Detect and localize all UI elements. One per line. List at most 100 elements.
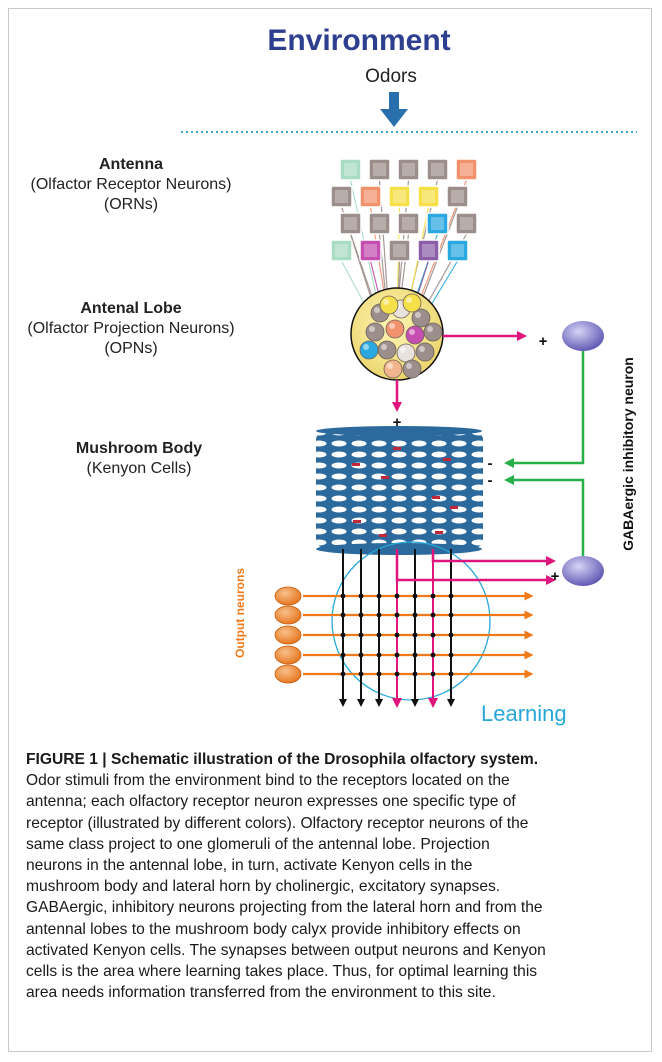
glomerulus (402, 359, 422, 379)
receptor-neuron-square (455, 212, 478, 235)
antenna-abbrev: (ORNs) (104, 196, 158, 213)
synapse-dot (430, 671, 436, 677)
synapse-dot (394, 612, 400, 618)
caption-line: same class project to one glomeruli of t… (26, 835, 490, 853)
glomerulus (377, 340, 397, 360)
gaba-bottom-inhibition-line (504, 475, 585, 556)
plus-sign-bottom: + (551, 568, 560, 585)
glomerulus (402, 293, 422, 313)
synapse-dot (448, 652, 454, 658)
antenna-title: Antenna (99, 156, 163, 173)
kenyon-cell-axons (339, 549, 455, 708)
receptor-neuron-square (417, 185, 440, 208)
synapse-dot (412, 593, 418, 599)
synapse-dot (430, 632, 436, 638)
mushroom-body-kenyon-cells (316, 426, 483, 555)
output-neuron (274, 645, 302, 665)
synapse-dot (394, 671, 400, 677)
active-kenyon-cell (379, 534, 387, 537)
synapse-dot (412, 671, 418, 677)
synapse-dot (340, 612, 346, 618)
synapse-dot (394, 652, 400, 658)
plus-sign-mushroom: + (393, 414, 402, 431)
receptor-neuron-square (359, 185, 382, 208)
synapse-dot (358, 671, 364, 677)
glomerulus (379, 295, 399, 315)
receptor-neuron-square (330, 239, 353, 262)
synapse-dot (448, 632, 454, 638)
antennal-lobe-subtitle: (Olfactor Projection Neurons) (27, 320, 234, 337)
caption-line: receptor (illustrated by different color… (26, 814, 529, 832)
receptor-neuron-square (330, 185, 353, 208)
receptor-neuron-square (426, 212, 449, 235)
caption-line: GABAergic, inhibitory neurons projecting… (26, 899, 543, 917)
synapse-dot (412, 612, 418, 618)
antenna-subtitle: (Olfactor Receptor Neurons) (31, 176, 232, 193)
synapse-dot (376, 652, 382, 658)
glomerulus (415, 342, 435, 362)
output-neuron (274, 664, 302, 684)
receptor-neuron-square (426, 158, 449, 181)
active-kenyon-cell (353, 520, 361, 523)
active-kenyon-cell (443, 458, 451, 461)
synapse-dot (340, 671, 346, 677)
receptor-neuron-square (388, 239, 411, 262)
minus-sign-top: - (488, 455, 493, 472)
synapse-dot (340, 593, 346, 599)
output-neurons-label: Output neurons (233, 568, 247, 658)
antennal-lobe-glomeruli (350, 287, 444, 381)
synapse-dot (376, 593, 382, 599)
caption-line: antennal lobes to the mushroom body caly… (26, 920, 521, 938)
synapse-dot (358, 612, 364, 618)
odor-arrow-icon (380, 92, 408, 127)
synapse-dot (358, 652, 364, 658)
axon-branch-upper (431, 549, 556, 566)
caption-line: area needs information transferred from … (26, 984, 496, 1002)
caption-title: FIGURE 1 | Schematic illustration of the… (26, 751, 539, 768)
receptor-neuron-square (368, 212, 391, 235)
antennal-lobe-title: Antenal Lobe (80, 300, 181, 317)
receptor-neuron-square (446, 239, 469, 262)
synapse-dot (430, 652, 436, 658)
glomerulus (365, 322, 385, 342)
output-neuron (274, 605, 302, 625)
synapse-dot (394, 593, 400, 599)
receptor-neuron-grid (330, 158, 478, 262)
mushroom-body-title: Mushroom Body (76, 440, 202, 457)
figure-caption: FIGURE 1 | Schematic illustration of the… (26, 749, 650, 1003)
output-neuron (274, 625, 302, 645)
caption-line: Odor stimuli from the environment bind t… (26, 772, 510, 790)
receptor-neuron-square (368, 158, 391, 181)
synapse-dot (394, 632, 400, 638)
synapse-dot (376, 632, 382, 638)
receptor-neuron-square (359, 239, 382, 262)
output-neuron (274, 586, 302, 606)
receptor-neuron-square (455, 158, 478, 181)
gaba-neuron-bottom (562, 556, 604, 586)
active-kenyon-cell (381, 476, 389, 479)
glomerulus (405, 325, 425, 345)
synapse-dot (448, 612, 454, 618)
glomerulus (383, 359, 403, 379)
receptor-neuron-square (397, 212, 420, 235)
output-neurons (274, 586, 534, 684)
caption-line: mushroom body and lateral horn by cholin… (26, 878, 501, 896)
synapse-dot (358, 593, 364, 599)
receptor-neuron-square (417, 239, 440, 262)
odors-label: Odors (365, 66, 417, 87)
synapse-dot (430, 612, 436, 618)
synapse-dot (430, 593, 436, 599)
synapse-dot (376, 671, 382, 677)
active-kenyon-cell (393, 447, 401, 450)
synapse-dot (340, 652, 346, 658)
learning-area-circle (331, 541, 491, 701)
gaba-label: GABAergic inhibitory neuron (620, 357, 636, 551)
receptor-neuron-square (388, 185, 411, 208)
synapse-dot (412, 652, 418, 658)
caption-line: cells is the area where learning takes p… (26, 963, 538, 981)
receptor-neuron-square (339, 158, 362, 181)
synapse-dot (448, 671, 454, 677)
synapse-dot (412, 632, 418, 638)
receptor-neuron-square (446, 185, 469, 208)
mushroom-body-subtitle: (Kenyon Cells) (87, 460, 192, 477)
